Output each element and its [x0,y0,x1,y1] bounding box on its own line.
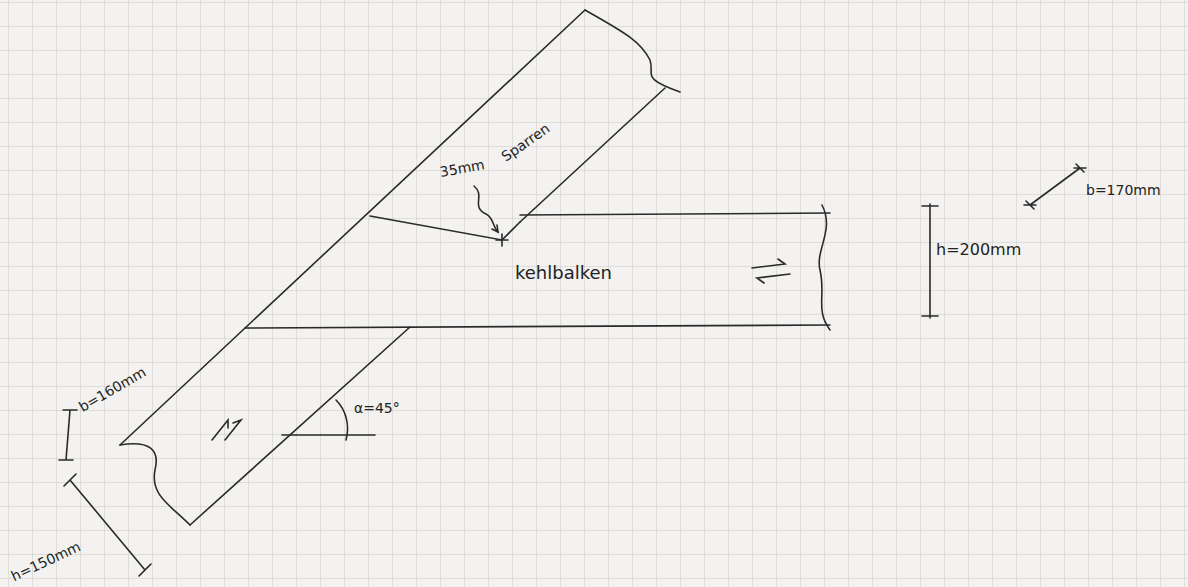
timber-outline [59,10,1086,576]
dimension-label: b=170mm [1086,183,1161,197]
dimension-label: h=200mm [936,242,1021,258]
angle-label: α=45° [354,401,400,415]
part-name: kehlbalken [515,264,612,282]
